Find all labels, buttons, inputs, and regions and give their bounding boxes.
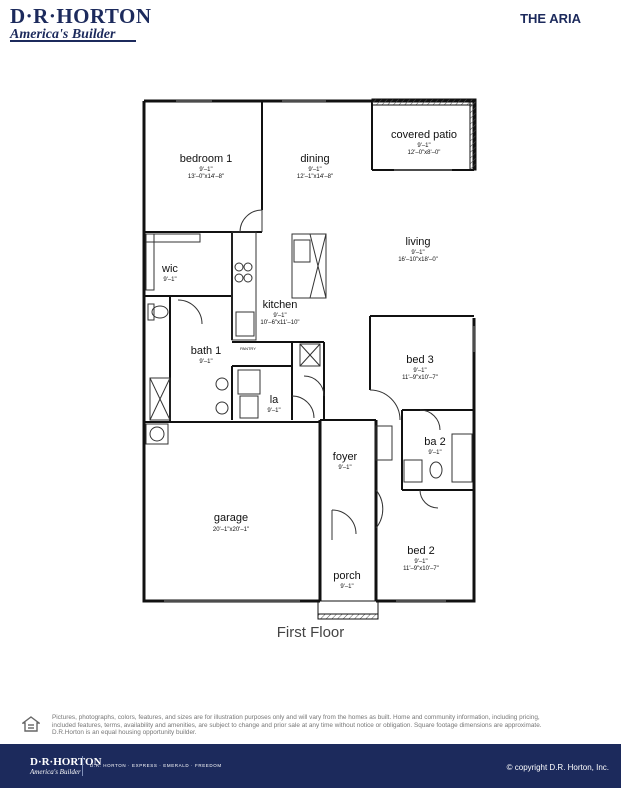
room-name-dining: dining	[300, 153, 329, 165]
room-name-la: la	[270, 394, 279, 406]
room-name-ba2: ba 2	[424, 436, 445, 448]
room-ceiling-foyer: 9'–1"	[338, 465, 351, 471]
room-name-bed2: bed 2	[407, 545, 435, 557]
equal-housing-icon	[22, 716, 40, 732]
plan-name: THE ARIA	[520, 11, 581, 26]
patio-edge-right	[469, 98, 477, 171]
logo-wordmark: D·R·HORTON	[10, 4, 152, 28]
room-name-bed3: bed 3	[406, 354, 434, 366]
room-size-bedroom1: 13'–0"x14'–8"	[188, 174, 224, 180]
room-ceiling-ba2: 9'–1"	[428, 450, 441, 456]
porch-step-edge	[317, 613, 379, 620]
room-ceiling-bed3: 9'–1"	[413, 368, 426, 374]
footer-logo-wordmark: D·R·HORTON	[30, 756, 102, 768]
footer-brands: D.R. HORTON · EXPRESS · EMERALD · FREEDO…	[90, 763, 222, 768]
room-size-bed2: 11'–9"x10'–7"	[403, 566, 439, 572]
room-ceiling-patio: 9'–1"	[417, 143, 430, 149]
room-ceiling-porch: 9'–1"	[340, 584, 353, 590]
disclaimer-text: Pictures, photographs, colors, features,…	[52, 714, 542, 736]
footer-bar: D·R·HORTON America's Builder D.R. HORTON…	[0, 744, 621, 788]
room-name-pantry: PANTRY	[240, 346, 256, 351]
interior-walls	[144, 101, 474, 600]
patio-edge-top	[371, 98, 477, 106]
room-size-living: 16'–10"x18'–0"	[398, 257, 438, 263]
room-ceiling-dining: 9'–1"	[308, 167, 321, 173]
room-ceiling-bed2: 9'–1"	[414, 559, 427, 565]
footer-logo-tagline: America's Builder	[30, 768, 81, 776]
room-size-garage: 20'–1"x20'–1"	[213, 527, 249, 533]
footer-divider	[82, 756, 83, 776]
room-size-kitchen: 10'–6"x11'–10"	[260, 320, 299, 326]
door-swings	[177, 209, 441, 540]
room-name-bath1: bath 1	[191, 345, 222, 357]
room-ceiling-living: 9'–1"	[411, 250, 424, 256]
room-ceiling-kitchen: 9'–1"	[273, 313, 286, 319]
footer-copyright: © copyright D.R. Horton, Inc.	[506, 763, 609, 772]
logo-underline	[10, 40, 136, 42]
room-name-living: living	[405, 236, 430, 248]
footer-logo: D·R·HORTON America's Builder	[30, 756, 102, 776]
room-name-foyer: foyer	[333, 451, 358, 463]
fixtures	[145, 231, 473, 483]
room-size-bed3: 11'–9"x10'–7"	[402, 375, 438, 381]
room-ceiling-bath1: 9'–1"	[199, 359, 212, 365]
room-size-dining: 12'–1"x14'–8"	[297, 174, 333, 180]
room-ceiling-bedroom1: 9'–1"	[199, 167, 212, 173]
room-name-bedroom1: bedroom 1	[180, 153, 233, 165]
drhorton-logo: D·R·HORTON America's Builder	[10, 4, 152, 43]
floor-plan: bedroom 1 9'–1" 13'–0"x14'–8" dining 9'–…	[142, 98, 477, 620]
room-ceiling-wic: 9'–1"	[163, 277, 176, 283]
room-name-wic: wic	[161, 263, 178, 275]
logo-tagline: America's Builder	[10, 27, 116, 42]
room-name-patio: covered patio	[391, 129, 457, 141]
room-size-patio: 12'–0"x8'–0"	[408, 150, 441, 156]
room-name-porch: porch	[333, 570, 361, 582]
floor-label: First Floor	[276, 624, 345, 641]
room-name-garage: garage	[214, 512, 248, 524]
room-name-kitchen: kitchen	[263, 299, 298, 311]
windows	[164, 100, 475, 602]
room-ceiling-la: 9'–1"	[267, 408, 280, 414]
